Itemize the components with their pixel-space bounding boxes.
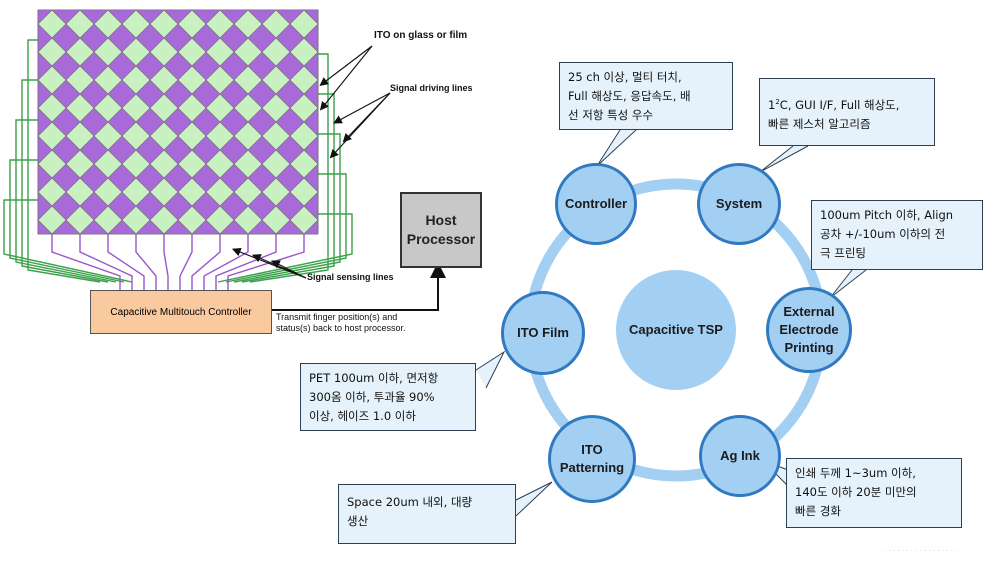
sensing-trace xyxy=(51,234,121,290)
host-processor-line2: Processor xyxy=(406,231,476,247)
driving-trace-left xyxy=(15,119,117,283)
sensing-trace xyxy=(179,234,193,290)
sensing-diamond xyxy=(135,219,165,235)
node-controller-label: Controller xyxy=(564,196,628,211)
driving-trace-right xyxy=(249,53,329,283)
callout-controller-line1: 25 ch 이상, 멀티 터치, xyxy=(568,70,682,84)
watermark: · · · · · · · · · · · · · · · · · xyxy=(884,547,958,555)
system-line1-rest: C, GUI I/F, Full 해상도, xyxy=(779,97,900,112)
sensing-trace xyxy=(135,234,157,290)
driving-trace-right xyxy=(233,133,341,283)
node-ag-ink-label: Ag Ink xyxy=(720,448,760,463)
callout-system-line2: 빠른 제스처 알고리즘 xyxy=(768,116,871,131)
ito-diamond-grid xyxy=(37,9,319,235)
sensing-diamond xyxy=(191,219,221,235)
sensing-diamond xyxy=(51,219,81,235)
node-external-line3: Printing xyxy=(784,340,834,355)
driving-lines-label: Signal driving lines xyxy=(390,83,473,93)
callout-ito-patterning-line2: 생산 xyxy=(347,514,369,528)
node-controller: Controller xyxy=(555,163,637,245)
sensing-diamond xyxy=(163,219,193,235)
callout-ito-patterning: Space 20um 내외, 대량 생산 xyxy=(338,484,516,544)
callout-controller: 25 ch 이상, 멀티 터치, Full 해상도, 응답속도, 배 선 저항 … xyxy=(559,62,733,130)
callout-external-line3: 극 프린팅 xyxy=(820,246,866,260)
driving-trace-left xyxy=(27,39,101,283)
transmit-note: Transmit finger position(s) and status(s… xyxy=(276,312,406,334)
callout-ito-film-line3: 이상, 헤이즈 1.0 이하 xyxy=(309,409,416,423)
node-external-electrode-printing: External Electrode Printing xyxy=(766,287,852,373)
node-ito-film: ITO Film xyxy=(501,291,585,375)
node-external-line1: External xyxy=(783,304,835,319)
callout-ito-patterning-line1: Space 20um 내외, 대량 xyxy=(347,495,473,509)
callout-system-line1: 12C, GUI I/F, Full 해상도, xyxy=(768,93,926,115)
sensing-diamond xyxy=(247,219,277,235)
system-i2c-superscript: 2 xyxy=(775,98,780,106)
callout-external-line2: 공차 +/-10um 이하의 전 xyxy=(820,227,946,241)
driving-trace-left xyxy=(9,159,125,283)
callout-controller-line2: Full 해상도, 응답속도, 배 xyxy=(568,89,691,103)
driving-trace-left xyxy=(3,199,133,283)
sensing-trace xyxy=(203,234,249,290)
sensing-diamond xyxy=(303,219,319,235)
sensing-diamond xyxy=(107,219,137,235)
sensing-line-traces xyxy=(51,234,305,290)
sensing-trace xyxy=(191,234,221,290)
sensing-trace xyxy=(163,234,169,290)
driving-line-traces xyxy=(3,39,353,283)
callout-ag-ink-line1: 인쇄 두께 1~3um 이하, xyxy=(795,466,916,480)
sensing-diamond xyxy=(303,9,319,25)
host-processor-line1: Host xyxy=(425,212,457,228)
sensing-trace xyxy=(107,234,145,290)
sensing-lines-label: Signal sensing lines xyxy=(307,272,394,282)
label-pointers xyxy=(231,45,391,279)
transmit-arrow xyxy=(270,262,446,311)
sensing-diamond xyxy=(79,219,109,235)
callout-ito-film: PET 100um 이하, 면저항 300옴 이하, 투과율 90% 이상, 헤… xyxy=(300,363,476,431)
host-processor-box: Host Processor xyxy=(400,192,482,268)
callout-system: 12C, GUI I/F, Full 해상도, 빠른 제스처 알고리즘 xyxy=(759,78,935,146)
callout-ito-film-line1: PET 100um 이하, 면저항 xyxy=(309,371,439,385)
node-ito-patterning-line2: Patterning xyxy=(559,460,625,475)
callout-ag-ink-line2: 140도 이하 20분 미만의 xyxy=(795,485,917,499)
ito-label: ITO on glass or film xyxy=(374,30,468,41)
transmit-note-line1: Transmit finger position(s) and xyxy=(276,312,398,322)
sensing-diamond xyxy=(275,219,305,235)
node-ag-ink: Ag Ink xyxy=(699,415,781,497)
node-external-line2: Electrode xyxy=(779,322,839,337)
callout-controller-line3: 선 저항 특성 우수 xyxy=(568,108,654,122)
driving-trace-left xyxy=(21,79,109,283)
sensing-trace xyxy=(79,234,133,290)
sensing-diamond xyxy=(37,9,53,25)
system-i2c-prefix: 1 xyxy=(768,97,776,112)
node-ito-patterning-line1: ITO xyxy=(581,442,603,457)
multitouch-controller-box: Capacitive Multitouch Controller xyxy=(90,290,272,334)
center-node-label: Capacitive TSP xyxy=(629,322,723,337)
multitouch-controller-label: Capacitive Multitouch Controller xyxy=(110,306,252,318)
callout-ag-ink: 인쇄 두께 1~3um 이하, 140도 이하 20분 미만의 빠른 경화 xyxy=(786,458,962,528)
callout-ag-ink-line3: 빠른 경화 xyxy=(795,504,841,518)
driving-trace-right xyxy=(241,93,335,283)
callout-ito-film-line2: 300옴 이하, 투과율 90% xyxy=(309,390,435,404)
node-ito-film-label: ITO Film xyxy=(517,325,569,340)
callout-external-line1: 100um Pitch 이하, Align xyxy=(820,208,954,222)
sensing-diamond xyxy=(37,219,53,235)
node-system-label: System xyxy=(715,196,763,211)
sensing-diamond xyxy=(219,219,249,235)
callout-external-printing: 100um Pitch 이하, Align 공차 +/-10um 이하의 전 극… xyxy=(811,200,983,270)
sensing-trace xyxy=(227,234,305,290)
transmit-note-line2: status(s) back to host processor. xyxy=(276,323,406,333)
center-node: Capacitive TSP xyxy=(616,270,736,390)
sensing-trace xyxy=(215,234,277,290)
node-system: System xyxy=(697,163,781,245)
node-ito-patterning: ITO Patterning xyxy=(548,415,636,503)
